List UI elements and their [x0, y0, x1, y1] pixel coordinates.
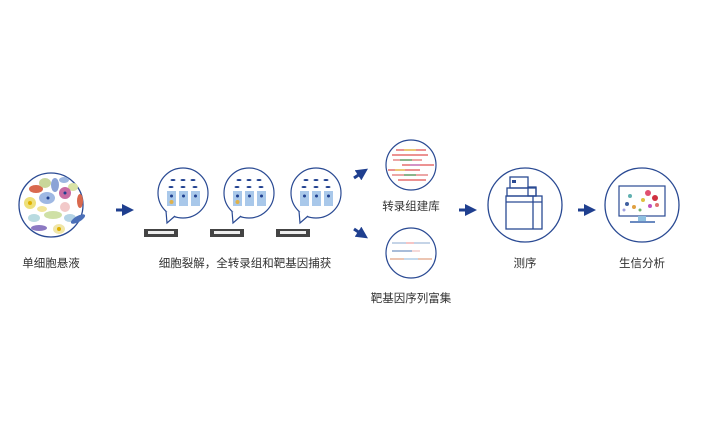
- analysis-monitor-icon: [604, 167, 680, 243]
- step-label-suspension: 单细胞悬液: [22, 256, 80, 270]
- capture-bubbles: [144, 167, 342, 237]
- step-label-enrichment: 靶基因序列富集: [370, 291, 452, 305]
- step-label-sequencing: 测序: [513, 256, 537, 270]
- target-enrichment-icon: [385, 227, 437, 279]
- sequencer-icon: [487, 167, 563, 243]
- cell-suspension-icon: [18, 172, 86, 238]
- step-label-analysis: 生信分析: [619, 256, 665, 270]
- arrow-up-icon: [353, 168, 368, 181]
- step-label-capture: 细胞裂解，全转录组和靶基因捕获: [158, 256, 332, 270]
- transcriptome-library-icon: [385, 139, 437, 191]
- chip-icon: [144, 229, 310, 237]
- arrow-down-icon: [353, 226, 368, 239]
- step-label-library: 转录组建库: [382, 199, 440, 213]
